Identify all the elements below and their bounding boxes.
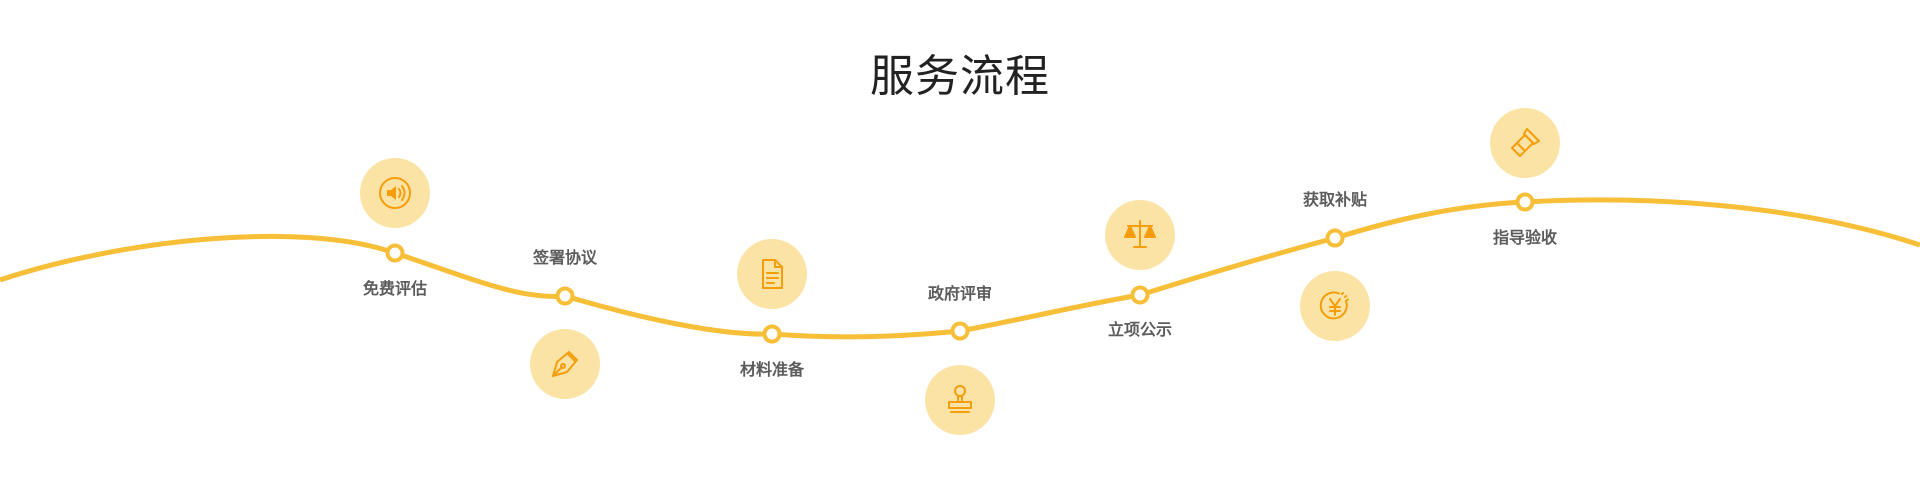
step-icon-badge <box>925 365 995 435</box>
step-label: 立项公示 <box>1107 320 1173 339</box>
step-label: 政府评审 <box>927 284 993 303</box>
speaker-icon <box>377 175 413 211</box>
balance-scale-icon <box>1122 217 1158 253</box>
stamp-icon <box>942 382 978 418</box>
step-label: 免费评估 <box>362 279 428 298</box>
step-icon-badge <box>530 329 600 399</box>
step-icon-badge <box>1300 271 1370 341</box>
step-label: 材料准备 <box>739 360 805 379</box>
document-icon <box>754 256 790 292</box>
step-node <box>762 324 782 344</box>
step-label: 获取补贴 <box>1302 190 1368 209</box>
page-title: 服务流程 <box>870 51 1050 102</box>
step-icon-badge <box>737 239 807 309</box>
step-node <box>1515 192 1535 212</box>
step-node <box>385 243 405 263</box>
step-icon-badge <box>1490 108 1560 178</box>
step-label: 指导验收 <box>1492 228 1558 247</box>
step-node <box>950 321 970 341</box>
step-node <box>555 286 575 306</box>
step-node <box>1130 285 1150 305</box>
step-icon-badge <box>1105 200 1175 270</box>
step-label: 签署协议 <box>532 248 598 267</box>
flashlight-icon <box>1507 125 1543 161</box>
yen-coin-icon <box>1317 288 1353 324</box>
step-node <box>1325 228 1345 248</box>
flow-curve <box>0 197 1920 340</box>
pen-nib-icon <box>547 346 583 382</box>
step-icon-badge <box>360 158 430 228</box>
